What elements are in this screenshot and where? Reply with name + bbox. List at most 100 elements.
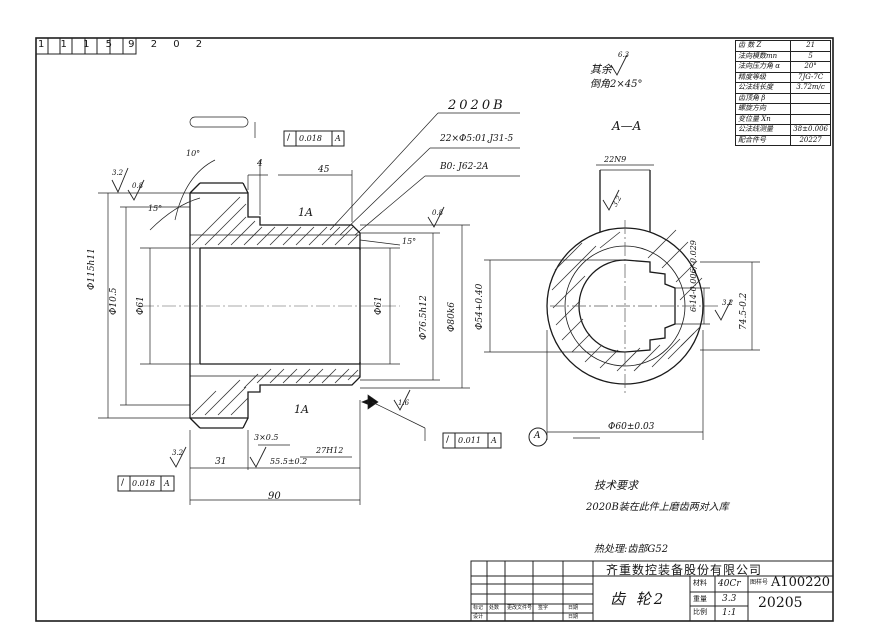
- tb-row-docno: 更改文件号: [507, 605, 533, 611]
- dim-4: 4: [257, 159, 263, 169]
- dim-745: 74.5-0.2: [739, 292, 749, 330]
- tol-frame-bottom: [117, 475, 175, 492]
- tol-top-symbol: /: [287, 133, 291, 143]
- hatch-section: [551, 229, 703, 372]
- tb-row-date: 日期: [568, 605, 579, 611]
- param-label: 齿 数 Z: [734, 40, 792, 52]
- param-row: 变位量 Xn: [734, 113, 831, 125]
- heat-treatment-note: 热处理:齿部G52: [594, 544, 669, 555]
- datum-a-label: A: [534, 431, 541, 441]
- keyway-width: 22N9: [604, 155, 627, 164]
- tol-bottom-symbol: /: [121, 478, 125, 488]
- param-label: 公法线长度: [734, 82, 792, 94]
- border-frame: [35, 37, 834, 622]
- param-value: [790, 103, 831, 115]
- param-label: 精度等级: [734, 71, 792, 83]
- dim-phi-54: Φ54+0.40: [475, 283, 485, 330]
- tb-row-count: 处数: [489, 605, 500, 611]
- param-row: 齿顶角 β: [734, 92, 831, 104]
- material-value: 40Cr: [718, 579, 741, 589]
- company-name: 齐重数控装备股份有限公司: [606, 563, 763, 577]
- dim-90: 90: [268, 491, 281, 502]
- roughness-symbols: [111, 54, 732, 468]
- corner-code: 1 1 1 5 9 2 0 2: [38, 39, 209, 50]
- rough-small: 1.6: [398, 399, 410, 407]
- param-row: 螺旋方向: [734, 103, 831, 115]
- param-label: 齿顶角 β: [734, 92, 792, 104]
- title-block-lines: [470, 560, 834, 622]
- tb-row2-design: 设计: [473, 614, 484, 620]
- param-label: 螺旋方向: [734, 103, 792, 115]
- dim-1a-bottom: 1A: [294, 403, 309, 416]
- dim-lines-section: [484, 164, 760, 440]
- dim-phi-80: Φ80k6: [447, 301, 457, 332]
- corner-code-boxes: [35, 37, 137, 55]
- dim-phi-105: Φ10.5: [109, 287, 119, 315]
- dim-phi-115: Φ115h11: [87, 248, 97, 290]
- tb-row2-date: 日期: [568, 614, 579, 620]
- dim-555: 55.5±0.2: [270, 457, 308, 466]
- section-label: A—A: [612, 119, 642, 133]
- gear-section-view: [189, 182, 361, 429]
- dim-angle-15-left: 15°: [148, 204, 163, 213]
- dim-phi-61-left: Φ61: [136, 296, 146, 315]
- tol-bottom-value: 0.018: [132, 479, 155, 488]
- dim-spline: 6-14-0.006/-0.029: [689, 240, 698, 312]
- leader-note-1: 22×Φ5:01,J31-5: [440, 134, 514, 144]
- part-number-label: 2020B: [448, 98, 506, 113]
- dim-3x05: 3×0.5: [254, 433, 279, 442]
- surface-note: 其余: [590, 63, 612, 76]
- weight-value: 3.3: [722, 594, 737, 604]
- rough-32-left: 3.2: [112, 169, 124, 177]
- param-label: 法向模数mn: [734, 50, 792, 62]
- param-value: [790, 113, 831, 125]
- surface-note-value: 6.3: [618, 51, 630, 59]
- dim-phi-60: Φ60±0.03: [608, 422, 655, 432]
- dim-phi-61-right: Φ61: [374, 296, 384, 315]
- dim-angle-10: 10°: [186, 149, 201, 158]
- param-value: 20227: [790, 134, 831, 146]
- leader-note-2: B0: J62-2A: [440, 162, 489, 172]
- param-label: 法向压力角 α: [734, 61, 792, 73]
- param-label: 配合件号: [734, 134, 792, 146]
- weight-label: 重量: [693, 595, 707, 603]
- param-value: 7JG-7C: [790, 71, 831, 83]
- drawing-number-2: 20205: [758, 595, 803, 611]
- drawing-number: A100220: [771, 575, 831, 590]
- dim-angle-15-right: 15°: [402, 237, 417, 246]
- dim-1a-top: 1A: [298, 206, 313, 219]
- rough-small-2: 3.2: [172, 449, 184, 457]
- tol-frame-top: [283, 130, 345, 147]
- scale-value: 1:1: [722, 608, 737, 618]
- tol-mid-symbol: /: [446, 435, 450, 445]
- tol-bottom-ref: A: [164, 479, 170, 488]
- hatch-top: [191, 196, 359, 246]
- param-value: 21: [790, 40, 831, 52]
- tb-row-mark: 标记: [473, 605, 484, 611]
- tol-top-ref: A: [335, 134, 341, 143]
- dim-27: 27H12: [316, 446, 344, 455]
- datum-circle: [528, 427, 548, 447]
- dim-lines-left: [98, 112, 520, 505]
- param-label: 变位量 Xn: [734, 113, 792, 125]
- tol-top-value: 0.018: [299, 134, 322, 143]
- hatch-bottom: [191, 368, 359, 416]
- param-label: 公法线测量: [734, 124, 792, 136]
- tb-row-sign: 签字: [538, 605, 549, 611]
- tol-frame-mid: [442, 432, 502, 449]
- tol-mid-ref: A: [491, 436, 497, 445]
- tech-req-text: 2020B装在此件上磨齿两对入库: [586, 502, 729, 513]
- param-value: 5: [790, 50, 831, 62]
- param-value: 38±0.006: [790, 124, 831, 136]
- scale-label: 比例: [693, 608, 707, 616]
- param-value: [790, 92, 831, 104]
